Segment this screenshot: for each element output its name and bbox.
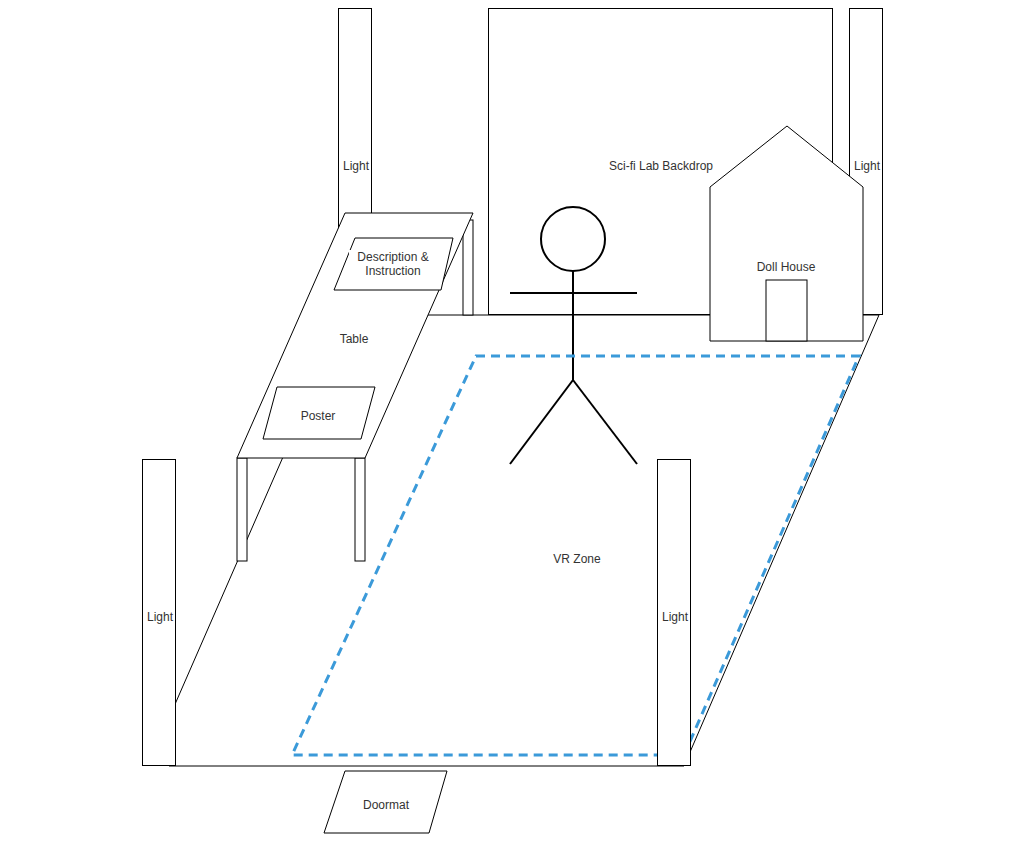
table-leg — [355, 458, 365, 561]
doll-house-shape — [710, 126, 863, 341]
node-label: Light — [853, 159, 881, 173]
text-holder: Light — [140, 607, 180, 625]
doll-house-outline — [710, 126, 863, 341]
table-leg — [463, 220, 473, 315]
doll-house: Doll House — [710, 126, 863, 341]
figure-leg — [510, 380, 573, 464]
node-label: Light — [661, 610, 689, 624]
text-holder: Description & Instruction — [349, 250, 437, 279]
description-card: Description & Instruction — [334, 238, 453, 290]
description-card-shape — [334, 238, 453, 290]
text-holder: Poster — [278, 406, 358, 424]
node-label: VR Zone — [552, 552, 601, 566]
text-holder: Light — [336, 156, 376, 174]
vr-zone-shape — [292, 356, 859, 755]
vr-zone: VR Zone — [292, 356, 859, 755]
table-top-shape — [237, 213, 473, 458]
doormat-shape — [324, 771, 447, 833]
floor-edge — [169, 766, 684, 767]
door — [766, 280, 807, 341]
text-holder: Doll House — [726, 257, 846, 275]
figure-body — [572, 271, 574, 380]
floor-edge — [684, 315, 879, 766]
node-label: Table — [339, 332, 370, 346]
poster: Poster — [263, 387, 375, 439]
node-label: Doll House — [756, 260, 817, 274]
node-label: Sci-fi Lab Backdrop — [608, 159, 714, 173]
poster-shape — [263, 387, 375, 439]
node-label: Light — [146, 610, 174, 624]
table-top: Table Description & InstructionPoster — [237, 213, 473, 458]
doormat: Doormat — [324, 771, 447, 833]
node-label: Description & Instruction — [349, 250, 437, 278]
text-holder: Light — [847, 156, 887, 174]
figure-head — [541, 207, 605, 271]
text-holder: Doormat — [341, 795, 431, 813]
node-label: Doormat — [362, 798, 410, 812]
node-label: Light — [342, 159, 370, 173]
text-holder: Light — [655, 607, 695, 625]
text-holder: VR Zone — [517, 549, 637, 567]
table-leg — [237, 458, 247, 561]
node-label: Poster — [300, 409, 337, 423]
light-pole: Light — [657, 459, 691, 766]
figure-arms — [510, 292, 637, 294]
light-pole: Light — [142, 459, 176, 766]
figure-leg — [573, 380, 637, 464]
stick-figure — [510, 207, 637, 464]
text-holder: Table — [319, 329, 389, 347]
